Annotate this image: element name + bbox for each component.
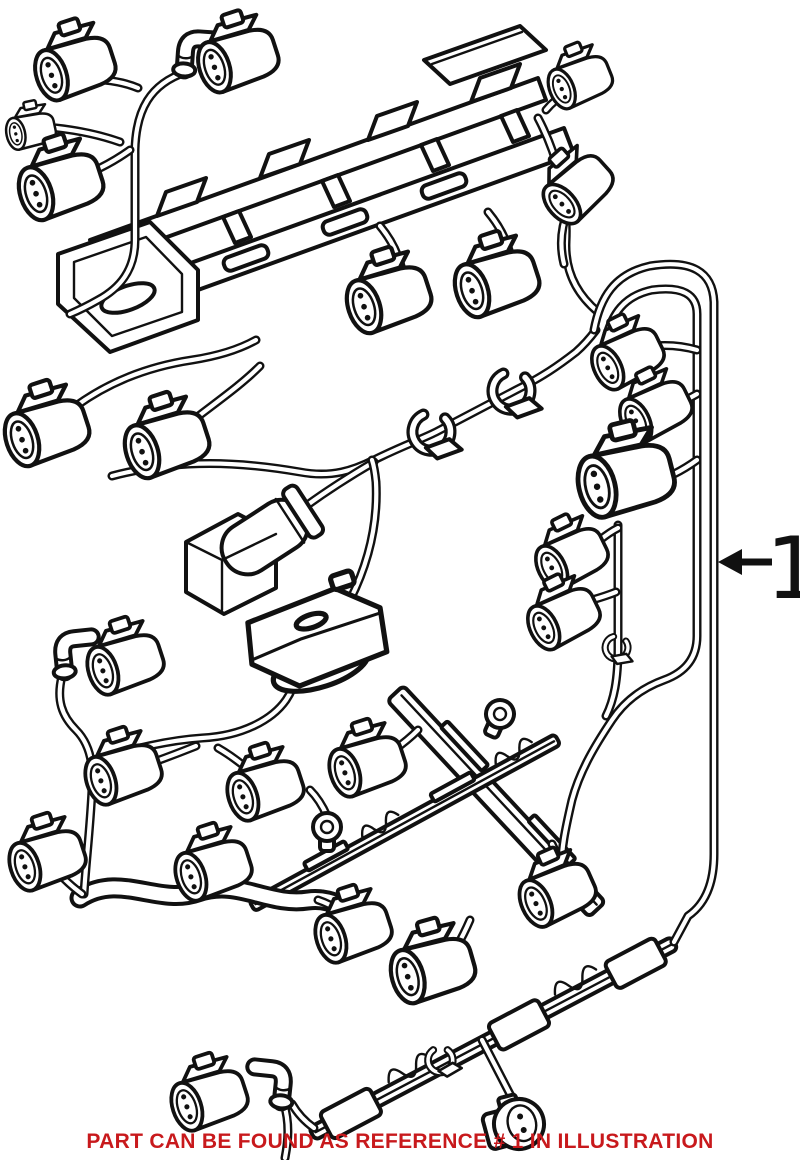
connector [20,8,123,107]
harness-wire [109,327,599,479]
connector [0,803,93,897]
harness-wire [97,147,133,171]
connector [511,562,608,657]
harness-wire [303,459,377,509]
harness-wire [535,115,601,315]
connector [334,239,437,338]
reference-number-label: 1 [766,519,800,619]
connector [502,836,604,934]
reference-arrow-shaft [740,558,772,566]
harness-rail [248,733,561,912]
connector [73,607,171,701]
harness-wire [67,69,189,317]
connector [183,0,286,99]
caption-text: PART CAN BE FOUND AS REFERENCE # 1 IN IL… [86,1130,713,1153]
harness-wire [53,125,123,145]
harness-wire [289,1101,317,1131]
reference-callout: 1 [718,519,800,619]
harness-wire [479,1037,515,1101]
reference-arrow [718,549,742,575]
bracket-eyelet [475,693,521,744]
harness-wire [671,457,700,477]
harness-wire [603,522,621,719]
harness-wires [51,39,719,1160]
harness-wire [591,262,717,945]
connector [0,372,94,471]
harness-wire [347,457,379,603]
connector [315,709,413,803]
connector [442,223,545,322]
harness-wire [559,287,700,877]
harness-wire [193,363,263,421]
connector [157,1043,255,1137]
coil-connector [184,481,328,616]
harness-wire [151,743,199,765]
rubber-boot-elbow [251,1067,296,1110]
connector [213,733,311,827]
harness-wire [73,337,259,409]
